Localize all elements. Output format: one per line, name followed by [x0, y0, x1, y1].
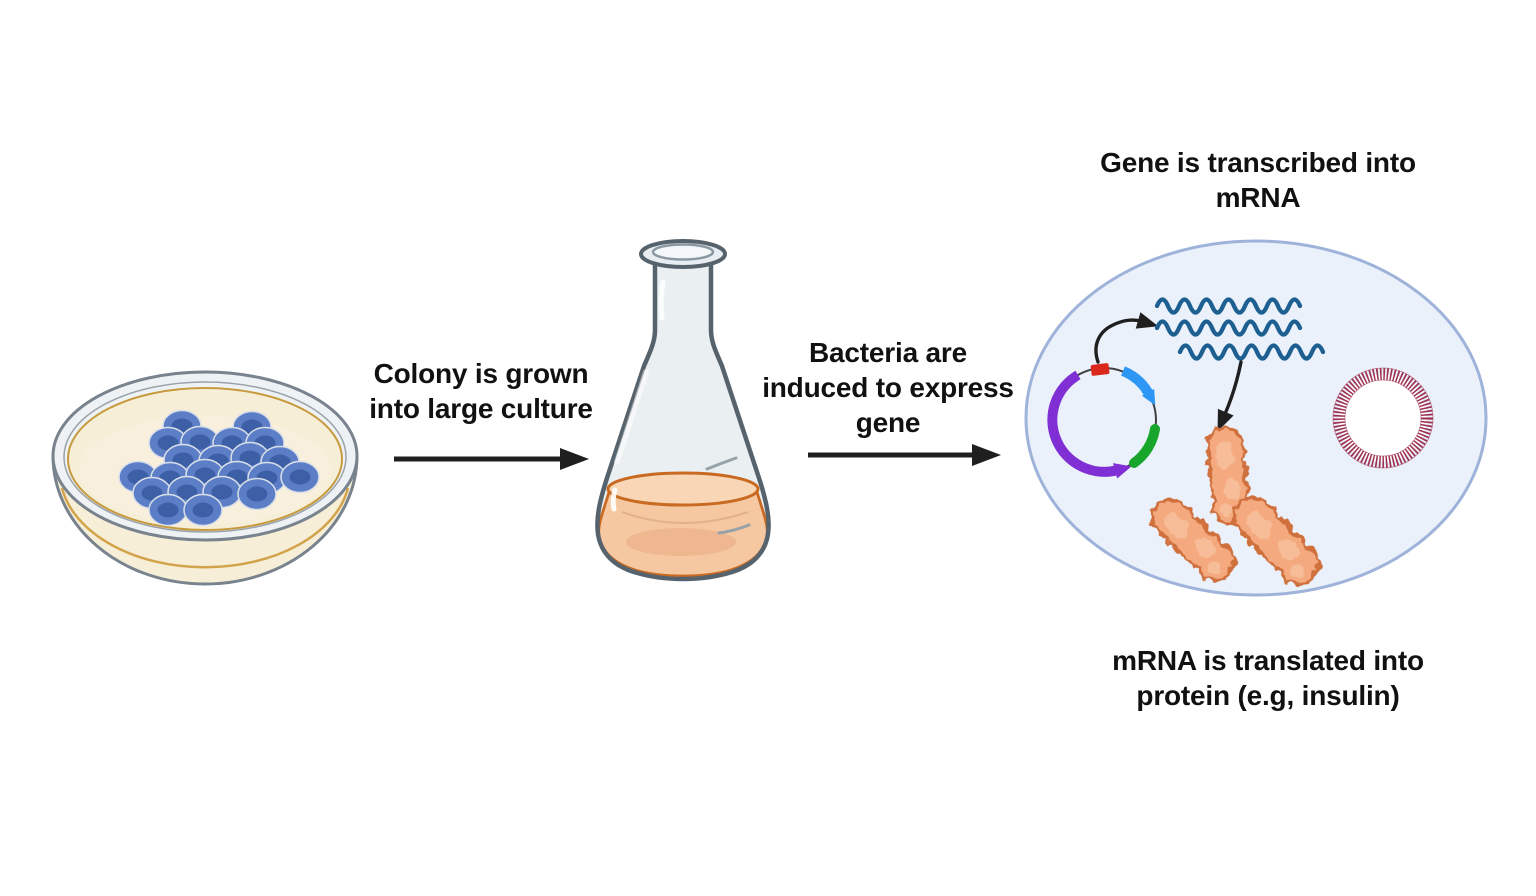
plasmid-icon	[1047, 363, 1160, 479]
chromosome-icon	[1332, 367, 1434, 469]
translation-arrow-icon	[1217, 360, 1243, 432]
label-gene-transcribed: Gene is transcribed into mRNA	[1100, 147, 1416, 213]
petri-dish-icon	[51, 370, 359, 586]
label-colony-grown: Colony is grown into large culture	[369, 358, 593, 424]
label-bacteria-induced: Bacteria are induced to express gene	[762, 337, 1014, 438]
flask-icon	[595, 239, 771, 582]
label-mrna-translated: mRNA is translated into protein (e.g, in…	[1112, 645, 1424, 711]
mrna-icon	[1154, 297, 1326, 361]
transcription-arrow-icon	[1094, 312, 1159, 364]
bacterial-cell-icon	[1024, 239, 1488, 597]
culture-liquid	[597, 471, 769, 578]
gene-insert	[1090, 363, 1110, 376]
